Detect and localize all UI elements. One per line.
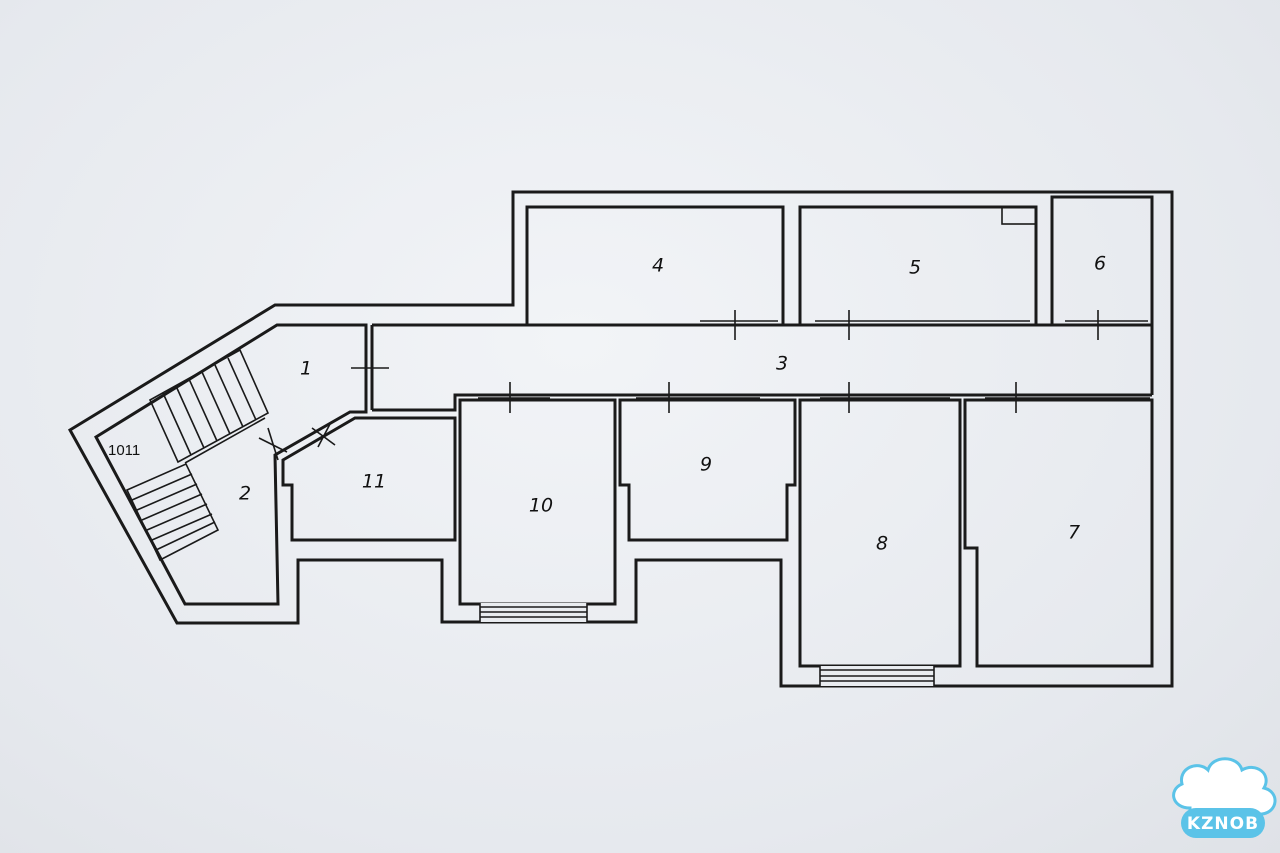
room-label-11: 11	[362, 471, 386, 493]
room-label-10: 10	[529, 495, 553, 517]
room-label-5: 5	[909, 257, 921, 279]
room-label-8: 8	[876, 533, 888, 555]
room-label-1: 1	[300, 358, 312, 380]
room-label-2: 2	[239, 483, 251, 505]
room-label-9: 9	[700, 454, 712, 476]
stair-label: 1011	[108, 442, 140, 459]
room-label-3: 3	[776, 353, 788, 375]
inner-walls	[94, 195, 1154, 668]
outer-walls	[67, 190, 1174, 688]
staircase	[125, 348, 270, 562]
door-openings	[258, 310, 1150, 461]
room-label-4: 4	[652, 255, 664, 277]
room-labels: 1 2 3 4 5 6 7 8 9 10 11 1011	[108, 253, 1106, 555]
watermark-badge: KZNOB	[1172, 757, 1277, 838]
watermark-text: KZNOB	[1187, 814, 1259, 834]
room-label-6: 6	[1094, 253, 1106, 275]
room-label-7: 7	[1068, 522, 1080, 544]
window-openings	[479, 603, 935, 686]
